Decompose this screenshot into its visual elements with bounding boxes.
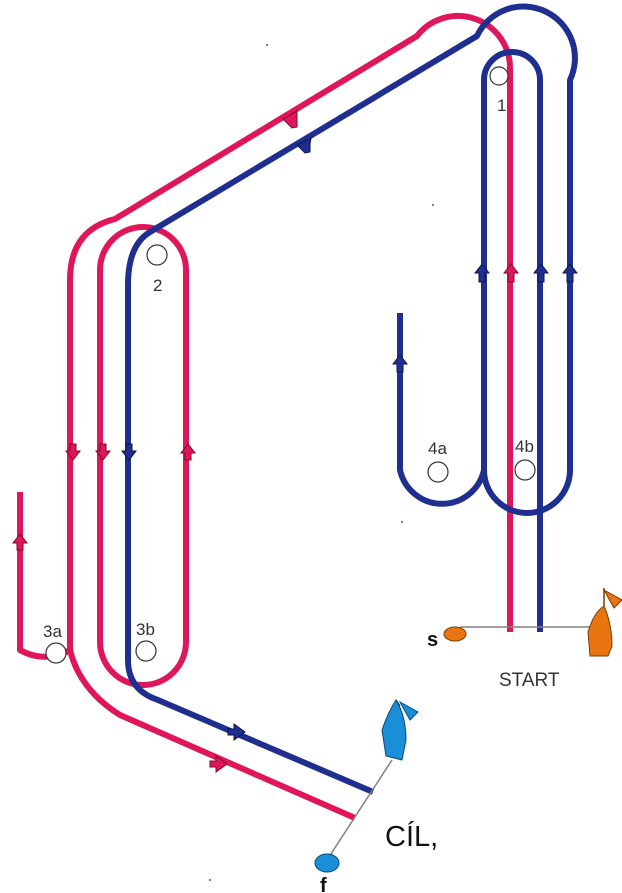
speck xyxy=(401,521,403,523)
red-arrow xyxy=(209,755,228,773)
blue-arrow xyxy=(391,354,409,373)
red-arrow xyxy=(94,443,112,461)
mark-4b-label: 4b xyxy=(515,437,534,456)
blue-arrow xyxy=(227,723,246,741)
mark-3b-buoy xyxy=(135,640,157,662)
mark-3a: 3a xyxy=(43,622,67,664)
red-route xyxy=(17,12,513,660)
mark-2-label: 2 xyxy=(153,276,162,295)
blue-arrow xyxy=(120,443,138,461)
mark-4a: 4a xyxy=(427,439,449,483)
red-arrow xyxy=(282,110,298,129)
finish-buoy-label: f xyxy=(320,875,327,893)
start-buoy xyxy=(443,626,467,642)
red-arrow xyxy=(64,443,82,461)
mark-4a-buoy xyxy=(427,461,449,483)
start-area: s START xyxy=(427,588,622,691)
red-arrow xyxy=(502,263,520,283)
start-boat-icon xyxy=(587,588,622,657)
finish-line xyxy=(326,759,393,861)
finish-buoy xyxy=(314,853,340,873)
start-label: START xyxy=(499,670,560,691)
finish-boat-icon xyxy=(381,699,419,761)
speck xyxy=(209,879,211,881)
start-buoy-label: s xyxy=(427,629,438,651)
mark-3b-label: 3b xyxy=(136,620,155,639)
mark-1-label: 1 xyxy=(497,96,506,115)
mark-4b: 4b xyxy=(514,437,536,481)
blue-arrow xyxy=(296,137,312,154)
red-route-mark2-loop xyxy=(67,649,357,821)
speck xyxy=(266,44,268,46)
blue-route xyxy=(125,3,578,795)
speck xyxy=(432,204,434,206)
mark-2: 2 xyxy=(146,244,168,295)
red-arrows xyxy=(11,110,520,773)
mark-2-buoy xyxy=(146,244,168,266)
mark-1: 1 xyxy=(489,66,509,115)
blue-arrow xyxy=(473,263,491,283)
finish-area: f CÍL, xyxy=(314,699,438,893)
blue-arrow xyxy=(532,263,550,283)
red-route-mark3b-loop xyxy=(97,224,189,688)
red-arrow xyxy=(179,443,197,461)
mark-4a-label: 4a xyxy=(428,439,447,458)
mark-4b-buoy xyxy=(514,459,536,481)
mark-3a-buoy xyxy=(45,642,67,664)
red-arrow xyxy=(11,533,29,551)
mark-3a-label: 3a xyxy=(43,622,62,641)
blue-arrow xyxy=(561,263,579,283)
mark-3b: 3b xyxy=(135,620,157,662)
blue-route-mark4a-loop xyxy=(397,313,487,507)
finish-label: CÍL, xyxy=(385,820,438,853)
mark-1-buoy xyxy=(489,66,509,86)
blue-arrows xyxy=(120,137,579,741)
